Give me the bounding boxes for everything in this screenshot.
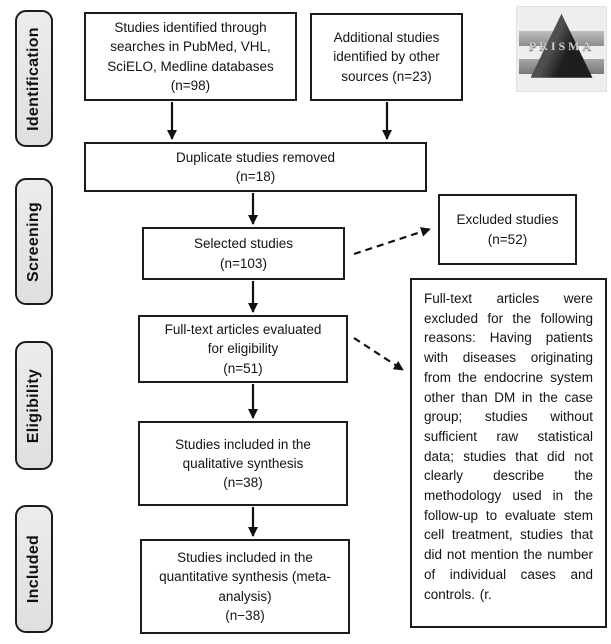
arrow-selected-to-excluded-dashed: [353, 227, 431, 256]
box-fulltext-eligibility-text: Full-text articles evaluated for eligibi…: [164, 322, 322, 376]
stage-label-identification: Identification: [15, 10, 53, 147]
stage-label-screening-text: Screening: [25, 201, 42, 282]
box-qualitative-synthesis-text: Studies included in the qualitative synt…: [175, 436, 311, 491]
stage-label-eligibility-text: Eligibility: [25, 368, 43, 443]
box-studies-identified-text: Studies identified through searches in P…: [107, 20, 274, 93]
box-selected-studies: Selected studies (n=103): [142, 227, 345, 280]
box-quantitative-synthesis: Studies included in the quantitative syn…: [140, 539, 350, 634]
box-studies-identified: Studies identified through searches in P…: [84, 12, 297, 101]
prisma-logo-text: PRISMA: [528, 38, 595, 53]
box-exclusion-reasons-text: Full-text articles were excluded for the…: [424, 291, 593, 602]
box-duplicates-removed: Duplicate studies removed (n=18): [84, 142, 427, 192]
stage-label-screening: Screening: [15, 178, 53, 305]
box-quantitative-synthesis-text: Studies included in the quantitative syn…: [159, 550, 331, 623]
box-excluded-studies-text: Excluded studies (n=52): [456, 212, 559, 247]
stage-label-identification-text: Identification: [25, 26, 43, 131]
prisma-logo: PRISMA: [517, 7, 606, 91]
box-exclusion-reasons: Full-text articles were excluded for the…: [410, 278, 607, 628]
box-selected-studies-text: Selected studies (n=103): [193, 236, 294, 271]
arrow-fulltext-to-reasons-dashed: [353, 337, 404, 371]
box-duplicates-removed-text: Duplicate studies removed (n=18): [175, 149, 336, 184]
box-qualitative-synthesis: Studies included in the qualitative synt…: [138, 421, 348, 506]
box-additional-studies: Additional studies identified by other s…: [310, 13, 463, 101]
box-fulltext-eligibility: Full-text articles evaluated for eligibi…: [138, 315, 348, 383]
box-additional-studies-text: Additional studies identified by other s…: [333, 30, 440, 84]
stage-label-eligibility: Eligibility: [15, 341, 53, 470]
box-excluded-studies: Excluded studies (n=52): [438, 194, 577, 265]
stage-label-included-text: Included: [25, 534, 42, 604]
stage-label-included: Included: [15, 505, 53, 633]
